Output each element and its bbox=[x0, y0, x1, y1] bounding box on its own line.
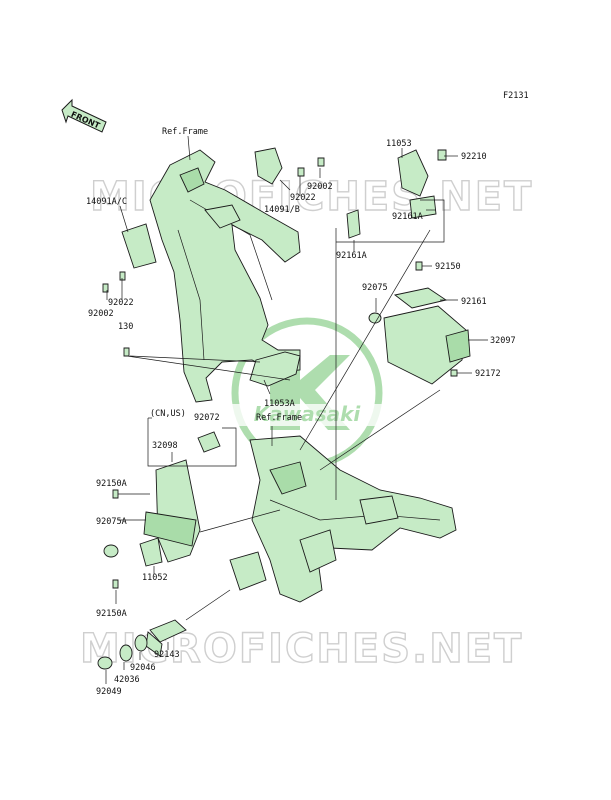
variant-box-battery bbox=[336, 199, 445, 243]
label-92046: 92046 bbox=[130, 663, 156, 673]
bolts bbox=[102, 157, 325, 357]
variant-box-cn-us bbox=[147, 417, 237, 467]
main-frame-front bbox=[121, 147, 301, 403]
kawasaki-logo-text: Kawasaki bbox=[254, 402, 362, 426]
label-cn-us: (CN,US) bbox=[150, 409, 186, 419]
label-11053a: 11053A bbox=[264, 399, 295, 409]
label-92002-a: 92002 bbox=[88, 309, 114, 319]
label-92049: 92049 bbox=[96, 687, 122, 697]
side-cover-assembly bbox=[103, 431, 221, 589]
battery-case-assembly bbox=[346, 149, 471, 385]
label-92075a: 92075A bbox=[96, 517, 127, 527]
label-ref-frame-mid: Ref.Frame bbox=[256, 413, 302, 423]
label-14091-b: 14091/B bbox=[264, 205, 300, 215]
label-92022-b: 92022 bbox=[290, 193, 316, 203]
collar-parts bbox=[97, 619, 187, 670]
label-92150a-b: 92150A bbox=[96, 609, 127, 619]
label-42036: 42036 bbox=[114, 675, 140, 685]
leader-lines bbox=[105, 135, 488, 684]
label-92161a-a: 92161A bbox=[392, 212, 423, 222]
label-92143: 92143 bbox=[154, 650, 180, 660]
label-92161a-b: 92161A bbox=[336, 251, 367, 261]
label-92161: 92161 bbox=[461, 297, 487, 307]
figure-code: F2131 bbox=[503, 91, 529, 101]
label-92150-top: 92150 bbox=[435, 262, 461, 272]
label-32098: 32098 bbox=[152, 441, 178, 451]
label-ref-frame-top: Ref.Frame bbox=[162, 127, 208, 137]
label-11052: 11052 bbox=[142, 573, 168, 583]
label-92150a-a: 92150A bbox=[96, 479, 127, 489]
label-92075: 92075 bbox=[362, 283, 388, 293]
part-labels: Ref.Frame 14091A/C 92022 92002 14091/B 9… bbox=[86, 127, 516, 697]
kawasaki-logo: Kawasaki bbox=[230, 317, 385, 469]
label-130: 130 bbox=[118, 322, 133, 332]
label-92002-b: 92002 bbox=[307, 182, 333, 192]
label-92072: 92072 bbox=[194, 413, 220, 423]
label-92022-a: 92022 bbox=[108, 298, 134, 308]
label-11053: 11053 bbox=[386, 139, 412, 149]
label-92172: 92172 bbox=[475, 369, 501, 379]
label-92210: 92210 bbox=[461, 152, 487, 162]
label-32097: 32097 bbox=[490, 336, 516, 346]
front-arrow-icon: FRONT bbox=[61, 98, 107, 133]
main-frame-rear bbox=[229, 435, 457, 603]
label-14091a-c: 14091A/C bbox=[86, 197, 127, 207]
